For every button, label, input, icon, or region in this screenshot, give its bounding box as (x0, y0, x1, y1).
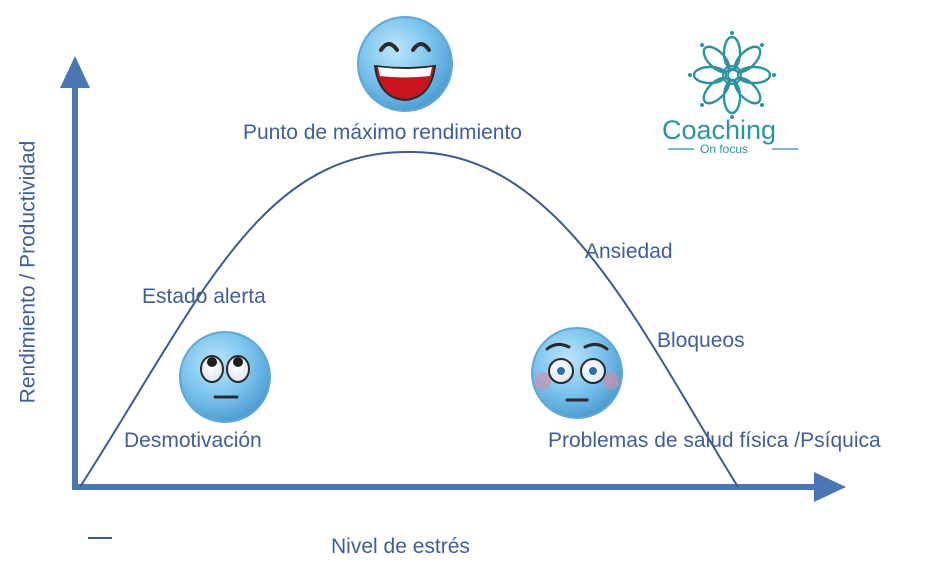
logo-tagline: On focus (700, 142, 749, 156)
performance-curve (79, 150, 739, 488)
worried-face-icon (531, 327, 623, 419)
y-axis-label: Rendimiento / Productividad (16, 140, 40, 404)
logo-name: Coaching (662, 115, 777, 145)
y-axis (60, 56, 90, 488)
demotivation-label: Desmotivación (124, 429, 262, 452)
blocks-label: Bloqueos (657, 329, 745, 352)
bored-face-icon (179, 331, 271, 423)
smiling-face-icon (357, 16, 453, 112)
lotus-logo-icon (688, 31, 776, 119)
alert-label: Estado alerta (142, 285, 266, 308)
x-axis (72, 472, 846, 502)
x-axis-label: Nivel de estrés (331, 535, 470, 558)
peak-label: Punto de máximo rendimiento (243, 121, 522, 144)
health-label: Problemas de salud física /Psíquica (548, 429, 881, 452)
anxiety-label: Ansiedad (585, 240, 673, 263)
